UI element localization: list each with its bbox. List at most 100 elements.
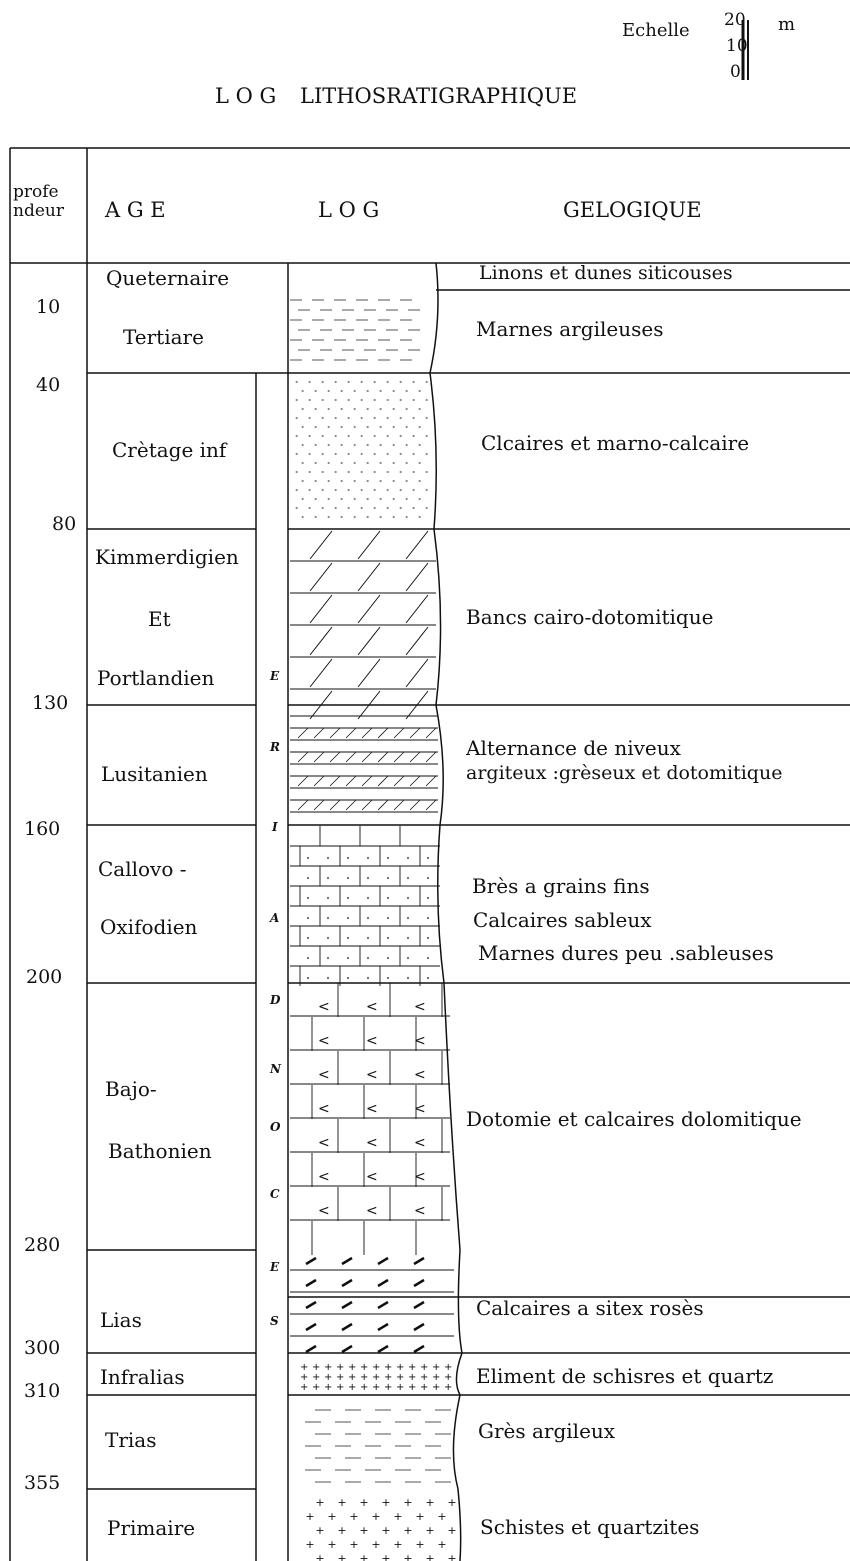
geology-description: Bancs cairo-dotomitique bbox=[466, 607, 713, 627]
lithology-pattern-dot bbox=[335, 489, 337, 491]
lithology-pattern-dot bbox=[413, 417, 415, 419]
lithology-pattern-dot bbox=[387, 471, 389, 473]
group-letter: E bbox=[270, 1261, 279, 1273]
lithology-pattern-symbol: + bbox=[327, 1510, 336, 1523]
lithology-pattern-stroke bbox=[378, 1324, 388, 1330]
lithology-pattern-dot bbox=[296, 417, 298, 419]
lithology-pattern-symbol: + bbox=[437, 1510, 446, 1523]
lithology-pattern-dot bbox=[426, 399, 428, 401]
lithology-pattern-symbol: + bbox=[359, 1552, 368, 1561]
age-label: Kimmerdigien bbox=[95, 547, 239, 567]
lithology-pattern-dot bbox=[296, 453, 298, 455]
geology-description: Calcaires a sitex rosès bbox=[476, 1298, 704, 1318]
lithology-pattern-dot bbox=[367, 977, 369, 979]
lithology-pattern-dot bbox=[393, 498, 395, 500]
lithology-pattern-dot bbox=[374, 471, 376, 473]
lithology-pattern-dot bbox=[327, 917, 329, 919]
age-label: Callovo - bbox=[98, 859, 187, 879]
lithology-pattern-stroke bbox=[314, 800, 324, 810]
group-letter: E bbox=[270, 670, 279, 682]
lithology-pattern-dot bbox=[367, 877, 369, 879]
lithology-pattern-dot bbox=[419, 516, 421, 518]
lithology-pattern-dot bbox=[328, 390, 330, 392]
lithology-pattern-dot bbox=[393, 462, 395, 464]
lithology-pattern-dot bbox=[348, 381, 350, 383]
lithology-pattern-dot bbox=[413, 399, 415, 401]
lithology-pattern-dot bbox=[367, 390, 369, 392]
lithology-pattern-dot bbox=[348, 471, 350, 473]
lithology-pattern-stroke bbox=[394, 752, 404, 762]
lithology-pattern-dot bbox=[296, 399, 298, 401]
lithology-pattern-stroke bbox=[346, 800, 356, 810]
lithology-pattern-symbol: + bbox=[359, 1524, 368, 1537]
lithology-pattern-stroke bbox=[426, 800, 436, 810]
lithology-pattern-symbol: + bbox=[372, 1382, 380, 1393]
lithology-pattern-dot bbox=[307, 917, 309, 919]
lithology-pattern-dot bbox=[387, 399, 389, 401]
lithology-pattern-dot bbox=[406, 426, 408, 428]
geology-description: Grès argileux bbox=[478, 1421, 615, 1441]
geology-description: Dotomie et calcaires dolomitique bbox=[466, 1109, 802, 1129]
lithology-pattern-dot bbox=[419, 408, 421, 410]
lithology-pattern-dot bbox=[367, 957, 369, 959]
lithology-pattern-dot bbox=[374, 453, 376, 455]
lithology-pattern-symbol: + bbox=[348, 1382, 356, 1393]
lithology-pattern-symbol: < bbox=[318, 1203, 330, 1219]
lithology-pattern-stroke bbox=[330, 752, 340, 762]
lithology-pattern-dot bbox=[328, 462, 330, 464]
lithology-pattern-dot bbox=[393, 444, 395, 446]
lithology-pattern-dot bbox=[374, 399, 376, 401]
lithology-pattern-stroke bbox=[298, 800, 308, 810]
age-label: Bathonien bbox=[108, 1141, 212, 1161]
lithology-pattern-dot bbox=[426, 453, 428, 455]
lithology-pattern-dot bbox=[309, 417, 311, 419]
lithology-pattern-dot bbox=[302, 498, 304, 500]
lithology-pattern-dot bbox=[374, 435, 376, 437]
depth-label: 10 bbox=[36, 298, 60, 317]
lithology-pattern-stroke bbox=[298, 752, 308, 762]
lithology-pattern-symbol: + bbox=[336, 1382, 344, 1393]
lithology-pattern-dot bbox=[380, 498, 382, 500]
lithology-pattern-stroke bbox=[378, 776, 388, 786]
lithology-pattern-dot bbox=[328, 408, 330, 410]
lithology-pattern-dot bbox=[296, 507, 298, 509]
lithology-pattern-symbol: + bbox=[444, 1382, 452, 1393]
lithology-pattern-stroke bbox=[346, 752, 356, 762]
lithology-pattern-dot bbox=[302, 516, 304, 518]
lithology-pattern-dot bbox=[341, 408, 343, 410]
group-letter: D bbox=[270, 994, 280, 1006]
lithology-pattern-dot bbox=[307, 897, 309, 899]
lithology-pattern-dot bbox=[327, 937, 329, 939]
lithology-pattern-dot bbox=[426, 381, 428, 383]
lithology-pattern-symbol: + bbox=[371, 1538, 380, 1551]
lithology-pattern-symbol: + bbox=[403, 1552, 412, 1561]
lithology-pattern-dot bbox=[407, 917, 409, 919]
lithology-pattern-dot bbox=[380, 444, 382, 446]
lithology-pattern-symbol: + bbox=[337, 1496, 346, 1509]
lithology-pattern-symbol: < bbox=[318, 1101, 330, 1117]
lithology-pattern-dot bbox=[322, 507, 324, 509]
lithology-pattern-dot bbox=[361, 381, 363, 383]
lithology-pattern-stroke bbox=[306, 1302, 316, 1308]
lithology-pattern-dot bbox=[309, 435, 311, 437]
lithology-pattern-symbol: + bbox=[315, 1496, 324, 1509]
lithology-pattern-dot bbox=[426, 435, 428, 437]
lithology-pattern-symbol: + bbox=[415, 1538, 424, 1551]
lithology-pattern-dot bbox=[393, 408, 395, 410]
age-label: Lias bbox=[100, 1310, 142, 1330]
lithology-pattern-symbol: + bbox=[324, 1382, 332, 1393]
lithology-pattern-symbol: + bbox=[359, 1496, 368, 1509]
lithology-pattern-dot bbox=[419, 480, 421, 482]
title-prefix: L O G bbox=[215, 86, 276, 107]
age-label: Lusitanien bbox=[101, 764, 208, 784]
lithology-pattern-dot bbox=[387, 435, 389, 437]
lithology-pattern-dot bbox=[387, 877, 389, 879]
lithology-pattern-stroke bbox=[394, 728, 404, 738]
lithology-pattern-stroke bbox=[410, 800, 420, 810]
lithology-pattern-symbol: < bbox=[366, 1169, 378, 1185]
lithology-pattern-dot bbox=[393, 426, 395, 428]
lithology-pattern-symbol: + bbox=[425, 1552, 434, 1561]
lithology-pattern-dot bbox=[427, 857, 429, 859]
lithology-pattern-dot bbox=[307, 937, 309, 939]
lithology-pattern-symbol: < bbox=[414, 1067, 426, 1083]
